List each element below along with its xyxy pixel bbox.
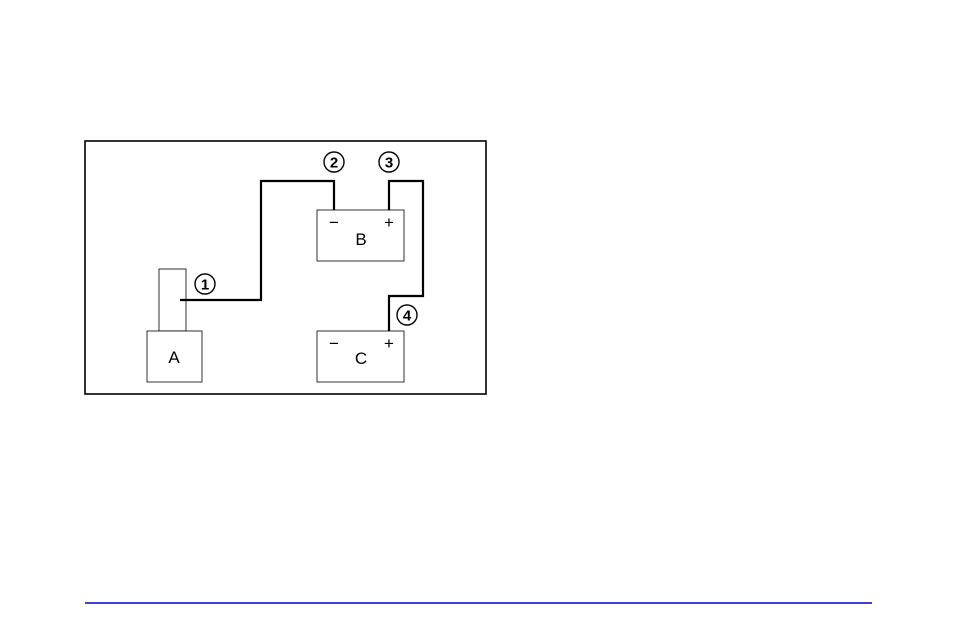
- battery-b-negative-sign: −: [329, 213, 339, 232]
- battery-c-negative-sign: −: [329, 334, 339, 353]
- battery-c-label: C: [355, 349, 367, 368]
- callout-2: 2: [324, 152, 344, 172]
- svg-text:3: 3: [385, 155, 393, 172]
- battery-b-label: B: [355, 230, 366, 249]
- diagram-frame: [85, 141, 486, 394]
- svg-text:4: 4: [403, 308, 412, 325]
- callout-3: 3: [379, 152, 399, 172]
- battery-c-positive-sign: +: [384, 334, 394, 353]
- battery-b-positive-sign: +: [384, 213, 394, 232]
- svg-text:1: 1: [201, 277, 209, 294]
- svg-text:2: 2: [330, 155, 338, 172]
- callout-1: 1: [195, 274, 215, 294]
- component-a-label: A: [168, 348, 180, 367]
- callout-4: 4: [397, 305, 417, 325]
